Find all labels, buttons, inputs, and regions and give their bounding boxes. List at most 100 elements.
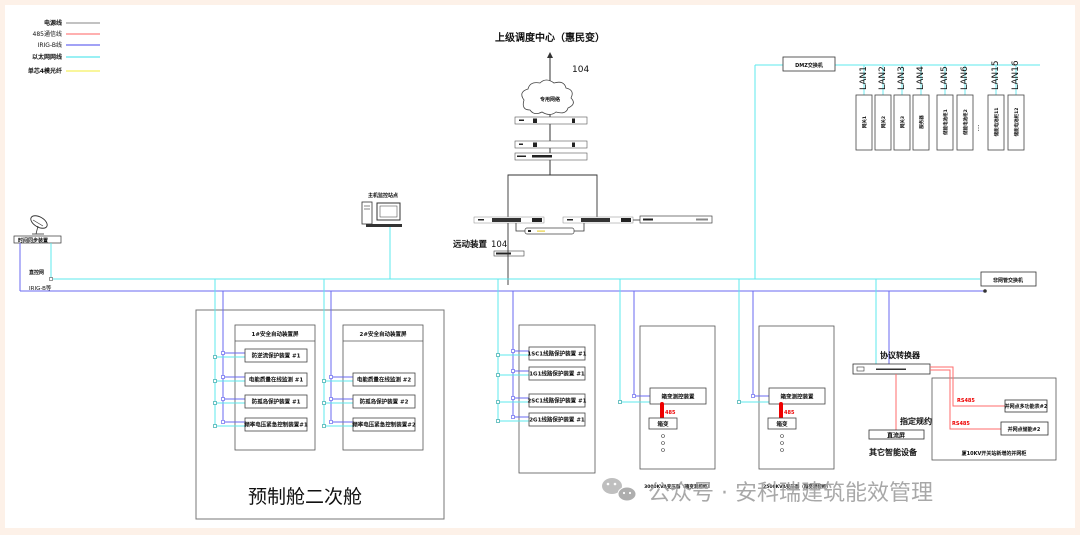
network-cloud-icon: 专用网络 (521, 79, 574, 115)
protection-device-row: 频率电压紧急控制装置#1 (213, 417, 308, 432)
protection-device-row: 电能质量在线监测 #2 (322, 372, 416, 387)
legend: 电源线 485通信线 IRIG-B线 以太网网线 单芯4模光纤 (28, 19, 100, 75)
protection-device-label: 电能质量在线监测 #1 (249, 376, 304, 384)
protection-device-row: 2G1线路保护装置 #1 (496, 412, 586, 427)
screen-2-title: 2#安全自动装置屏 (360, 330, 407, 338)
eth-connector (496, 400, 500, 404)
dc-screen: 直流屏 (868, 429, 925, 440)
protection-device (352, 417, 416, 432)
legend-label: 电源线 (44, 19, 62, 27)
dc-screen-label: 直流屏 (887, 432, 905, 440)
box-transformer (648, 417, 678, 430)
router-device-1 (514, 116, 588, 125)
firewall-link-1 (515, 223, 525, 232)
lan-device: LAN16 储能电池柜12 (1007, 60, 1025, 151)
box-transformer (767, 417, 797, 430)
storage-label: 并网点储能#2 (1008, 426, 1041, 433)
protection-device-row: 1SC1线路保护装置 #1 (496, 346, 587, 361)
protection-device-label: 频率电压紧急控制装置#2 (352, 421, 416, 429)
legend-item-power: 电源线 (44, 19, 100, 27)
protection-device-row: 电能质量在线监测 #1 (213, 372, 308, 387)
lan-device-label: 网关1 (861, 116, 868, 128)
watermark-text: 公众号 · 安科瑞建筑能效管理 (648, 481, 933, 506)
server-unit (639, 215, 713, 224)
rs485-label-1: RS485 (957, 398, 975, 404)
ring-switch-label: 非网管交换机 (993, 277, 1023, 284)
lan-device-box (912, 94, 930, 151)
lan-device: LAN4 服务器 (912, 65, 930, 151)
lan-port-label: LAN2 (878, 66, 888, 90)
cabin-device-group: 防逆流保护装置 #1 电能质量在线监测 #1 防孤岛保护装置 #1 频率电压紧急控制装… (213, 279, 416, 432)
firewall-link-2 (574, 223, 585, 232)
bus-terminal-dot (983, 289, 987, 293)
transformer-caption: 3000KVA变压器（箱变测控柜） (644, 483, 712, 490)
rs485-label-2: RS485 (952, 421, 970, 427)
protocol-104-top: 104 (572, 65, 589, 75)
lan-device-box (874, 94, 892, 151)
legend-label: 485通信线 (33, 30, 62, 38)
continuation-dot (780, 434, 784, 438)
legend-label: 以太网网线 (32, 53, 62, 61)
legend-item-fiber: 单芯4模光纤 (28, 67, 100, 75)
telecontrol-device (493, 250, 525, 257)
irig-connector (221, 420, 225, 424)
other-devices-label: 其它智能设备 (869, 447, 918, 457)
time-sync-label: 时间同步装置 (18, 237, 48, 244)
protection-device-row: 防逆流保护装置 #1 (213, 348, 308, 363)
irig-connector (329, 420, 333, 424)
continuation-dot (661, 434, 665, 438)
irig-connector (221, 397, 225, 401)
eth-connector (322, 424, 326, 428)
telecontrol-label: 远动装置 (453, 239, 488, 250)
eth-connector (618, 400, 622, 404)
lan-device-label: 储能电池柜2 (962, 109, 969, 135)
switchgear-cabinet: 厦10KV开关站新增的并网柜 (931, 377, 1057, 461)
protection-device (528, 366, 586, 381)
protocol-converter (852, 363, 931, 375)
lan-port-label: LAN4 (916, 66, 926, 90)
lan-device-label: 服务器 (918, 115, 925, 129)
lan-device-box (987, 94, 1005, 151)
protection-device-label: 2G1线路保护装置 #1 (529, 416, 585, 424)
meter-label: 并网点多功能表#2 (1005, 403, 1048, 410)
eth-connector (496, 353, 500, 357)
ring-switch: 非网管交换机 (980, 271, 1037, 287)
router-device-2 (514, 140, 588, 149)
protection-device (244, 348, 308, 363)
protection-device-label: 1SC1线路保护装置 #1 (527, 350, 586, 358)
irig-connector (221, 375, 225, 379)
lan-port-label: LAN16 (1011, 60, 1021, 90)
protection-device-label: 防逆流保护装置 #1 (252, 352, 301, 360)
protection-device (352, 372, 416, 387)
protection-device (244, 417, 308, 432)
transformer-group: 箱变测控装置485箱变3000KVA变压器（箱变测控柜）箱变测控装置485箱变2… (618, 279, 835, 490)
lan-device-label: 储能电池柜12 (1013, 108, 1020, 137)
legend-label: IRIG-B线 (38, 41, 62, 49)
protection-device-label: 防孤岛保护装置 #2 (360, 398, 409, 406)
network-cloud-label: 专用网络 (540, 96, 560, 103)
eth-connector (213, 379, 217, 383)
router-device-3 (514, 152, 588, 161)
grid-storage-device: 并网点储能#2 (1000, 421, 1049, 436)
legend-item-irig: IRIG-B线 (38, 41, 100, 49)
ethernet-switch-2 (562, 216, 634, 224)
switchgear-caption: 厦10KV开关站新增的并网柜 (962, 450, 1027, 457)
protection-device-row: 防孤岛保护装置 #1 (213, 394, 308, 409)
firewall-device (524, 227, 575, 235)
watermark: 公众号 · 安科瑞建筑能效管理 (602, 478, 933, 506)
eth-connector (322, 379, 326, 383)
connector (49, 277, 53, 281)
lan-device-label: 储能电池柜1 (942, 109, 949, 135)
irig-connector (511, 415, 515, 419)
satellite-dish-icon (30, 215, 48, 235)
irig-connector (632, 394, 636, 398)
system-diagram: 电源线 485通信线 IRIG-B线 以太网网线 单芯4模光纤 上级调度中心（惠… (13, 19, 1057, 520)
protection-device-label: 1G1线路保护装置 #1 (529, 370, 585, 378)
